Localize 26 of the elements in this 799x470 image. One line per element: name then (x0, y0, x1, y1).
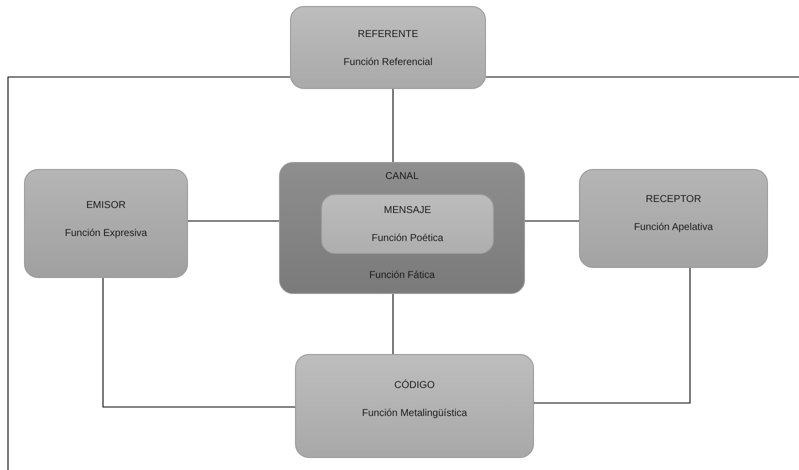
box-heading: EMISOR (85, 200, 127, 211)
connector-line (392, 294, 394, 354)
connector-line (7, 76, 290, 470)
connector-line (525, 220, 579, 222)
box-heading: RECEPTOR (644, 194, 702, 205)
box-heading: CANAL (384, 171, 420, 182)
connector-line (392, 89, 394, 162)
box-heading: CÓDIGO (393, 380, 436, 391)
connector-line (188, 220, 279, 222)
rounded-box (290, 6, 486, 89)
function-label: Función Referencial (342, 57, 434, 68)
rounded-box (24, 169, 188, 278)
rounded-box (321, 194, 494, 254)
function-label: Función Expresiva (64, 228, 148, 239)
function-label: Función Apelativa (633, 222, 714, 233)
rounded-box (295, 354, 534, 458)
rounded-box (579, 169, 768, 268)
connector-line (534, 268, 691, 404)
function-label: Función Metalingüística (360, 408, 468, 419)
box-heading: REFERENTE (356, 29, 420, 40)
connector-line (486, 76, 799, 78)
rounded-box (279, 162, 525, 294)
function-label: Función Fática (368, 270, 436, 281)
box-heading: MENSAJE (382, 205, 432, 216)
function-label: Función Poética (370, 233, 444, 244)
connector-line (102, 278, 295, 408)
